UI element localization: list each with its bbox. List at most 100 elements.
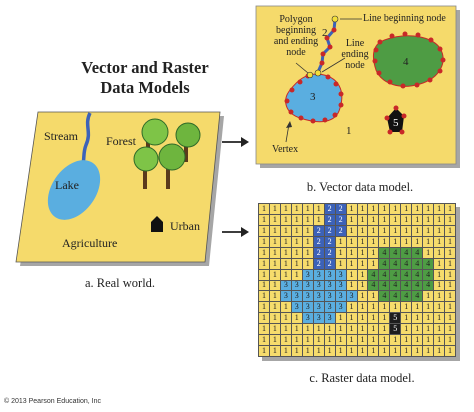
raster-cell: 1 xyxy=(346,258,357,269)
raster-cell: 1 xyxy=(379,346,390,356)
raster-cell: 1 xyxy=(368,324,379,335)
raster-cell: 1 xyxy=(434,204,445,214)
raster-cell: 1 xyxy=(445,313,455,324)
raster-cell: 1 xyxy=(445,204,455,214)
raster-cell: 1 xyxy=(259,313,269,324)
raster-cell: 4 xyxy=(379,258,390,269)
raster-cell: 1 xyxy=(445,236,455,247)
raster-cell: 1 xyxy=(259,214,269,225)
vector-id-5: 5 xyxy=(393,117,399,129)
raster-cell: 1 xyxy=(357,280,368,291)
raster-cell: 1 xyxy=(379,214,390,225)
raster-cell: 1 xyxy=(423,225,434,236)
raster-cell: 3 xyxy=(335,280,346,291)
raster-cell: 1 xyxy=(445,324,455,335)
raster-cell: 1 xyxy=(269,225,280,236)
raster-cell: 2 xyxy=(324,247,335,258)
raster-cell: 1 xyxy=(291,236,302,247)
raster-cell: 1 xyxy=(423,346,434,356)
raster-cell: 1 xyxy=(423,302,434,313)
raster-cell: 3 xyxy=(302,291,313,302)
raster-cell: 1 xyxy=(302,324,313,335)
raster-cell: 3 xyxy=(324,291,335,302)
raster-cell: 2 xyxy=(313,258,324,269)
raster-cell: 1 xyxy=(423,247,434,258)
raster-cell: 1 xyxy=(379,335,390,346)
raster-cell: 3 xyxy=(302,269,313,280)
raster-cell: 1 xyxy=(368,346,379,356)
raster-cell: 1 xyxy=(390,214,401,225)
raster-cell: 1 xyxy=(390,335,401,346)
raster-cell: 1 xyxy=(423,324,434,335)
raster-cell: 3 xyxy=(280,291,291,302)
label-urban: Urban xyxy=(170,219,200,233)
raster-cell: 1 xyxy=(269,280,280,291)
raster-cell: 1 xyxy=(269,204,280,214)
raster-cell: 1 xyxy=(335,236,346,247)
raster-cell: 3 xyxy=(313,280,324,291)
raster-cell: 1 xyxy=(269,346,280,356)
raster-cell: 1 xyxy=(434,335,445,346)
raster-cell: 1 xyxy=(302,214,313,225)
raster-cell: 1 xyxy=(445,225,455,236)
raster-cell: 1 xyxy=(280,346,291,356)
raster-cell: 1 xyxy=(357,324,368,335)
raster-cell: 1 xyxy=(280,313,291,324)
raster-cell: 4 xyxy=(423,258,434,269)
raster-cell: 3 xyxy=(313,313,324,324)
raster-cell: 2 xyxy=(335,214,346,225)
raster-cell: 3 xyxy=(291,291,302,302)
raster-cell: 1 xyxy=(379,225,390,236)
raster-cell: 1 xyxy=(280,225,291,236)
raster-cell: 1 xyxy=(379,324,390,335)
raster-cell: 1 xyxy=(445,291,455,302)
raster-cell: 1 xyxy=(302,236,313,247)
raster-cell: 1 xyxy=(291,313,302,324)
raster-cell: 1 xyxy=(291,324,302,335)
raster-cell: 1 xyxy=(357,346,368,356)
raster-cell: 1 xyxy=(412,204,423,214)
raster-cell: 1 xyxy=(357,302,368,313)
raster-cell: 3 xyxy=(324,302,335,313)
raster-cell: 1 xyxy=(346,324,357,335)
raster-cell: 1 xyxy=(269,313,280,324)
raster-cell: 1 xyxy=(434,280,445,291)
raster-cell: 1 xyxy=(445,335,455,346)
raster-cell: 1 xyxy=(259,302,269,313)
raster-cell: 1 xyxy=(368,236,379,247)
raster-cell: 1 xyxy=(412,346,423,356)
raster-cell: 1 xyxy=(368,302,379,313)
line-beginning-node-dot xyxy=(331,15,339,23)
raster-cell: 1 xyxy=(357,313,368,324)
raster-cell: 4 xyxy=(390,247,401,258)
forest-trees xyxy=(133,118,201,189)
raster-cell: 1 xyxy=(368,291,379,302)
raster-cell: 1 xyxy=(269,291,280,302)
raster-cell: 3 xyxy=(291,280,302,291)
raster-cell: 1 xyxy=(269,258,280,269)
raster-cell: 1 xyxy=(434,269,445,280)
raster-cell: 1 xyxy=(291,247,302,258)
raster-cell: 1 xyxy=(280,335,291,346)
raster-cell: 3 xyxy=(313,302,324,313)
raster-cell: 3 xyxy=(324,313,335,324)
raster-cell: 1 xyxy=(357,247,368,258)
raster-cell: 1 xyxy=(291,269,302,280)
raster-cell: 1 xyxy=(346,302,357,313)
raster-cell: 1 xyxy=(445,214,455,225)
raster-cell: 1 xyxy=(357,225,368,236)
raster-cell: 1 xyxy=(368,225,379,236)
raster-cell: 1 xyxy=(379,313,390,324)
raster-cell: 2 xyxy=(324,204,335,214)
raster-cell: 1 xyxy=(423,291,434,302)
raster-cell: 3 xyxy=(335,291,346,302)
raster-cell: 1 xyxy=(401,346,412,356)
raster-cell: 1 xyxy=(302,204,313,214)
raster-cell: 1 xyxy=(335,346,346,356)
raster-cell: 1 xyxy=(291,258,302,269)
raster-cell: 1 xyxy=(302,225,313,236)
raster-cell: 3 xyxy=(302,313,313,324)
raster-cell: 1 xyxy=(302,247,313,258)
raster-cell: 1 xyxy=(269,236,280,247)
